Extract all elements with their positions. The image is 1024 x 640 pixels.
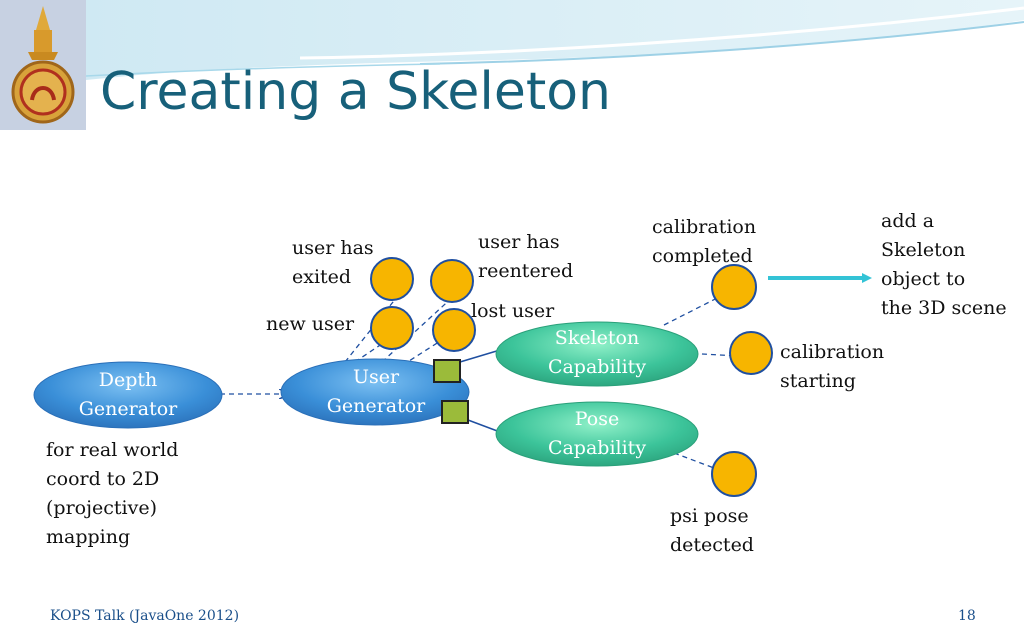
event-circle-psi-pose: [711, 451, 757, 497]
page-number: 18: [958, 608, 976, 624]
connector-pose: [467, 419, 501, 433]
footer-text: KOPS Talk (JavaOne 2012): [50, 608, 240, 624]
label-psi-pose: psi pose detected: [670, 505, 754, 556]
label-add-skeleton: add a Skeleton object to the 3D scene: [881, 210, 1007, 319]
user-generator-node: [280, 358, 470, 426]
slide-title: Creating a Skeleton: [100, 62, 611, 122]
event-circle-calibration-completed: [711, 264, 757, 310]
event-circle-new-user: [370, 306, 414, 350]
connector-skeleton: [459, 349, 501, 363]
event-circle-lost-user: [432, 308, 476, 352]
label-depth-note: for real world coord to 2D (projective) …: [46, 439, 179, 548]
skeleton-port-square: [433, 359, 461, 383]
logo-emblem-graphic: [0, 0, 86, 130]
skeleton-capability-label: Skeleton Capability: [547, 327, 647, 378]
pose-port-square: [441, 400, 469, 424]
label-calibration-starting: calibration starting: [780, 341, 885, 392]
depth-generator-node: [33, 361, 223, 429]
header-wave-decoration: [85, 0, 1024, 80]
event-circle-user-exited: [370, 257, 414, 301]
depth-generator-label: Depth Generator: [78, 369, 178, 420]
event-circle-calibration-starting: [729, 331, 773, 375]
pose-capability-node: [495, 401, 699, 467]
label-calibration-completed: calibration completed: [652, 216, 757, 267]
event-circle-user-reentered: [430, 259, 474, 303]
skeleton-capability-node: [495, 321, 699, 387]
pose-capability-label: Pose Capability: [547, 408, 647, 459]
institution-logo: [0, 0, 86, 130]
label-lost-user: lost user: [471, 300, 555, 322]
label-user-exited: user has exited: [292, 237, 374, 288]
label-new-user: new user: [266, 313, 355, 335]
user-generator-label: User Generator: [326, 366, 426, 417]
label-user-reentered: user has reentered: [478, 231, 574, 282]
